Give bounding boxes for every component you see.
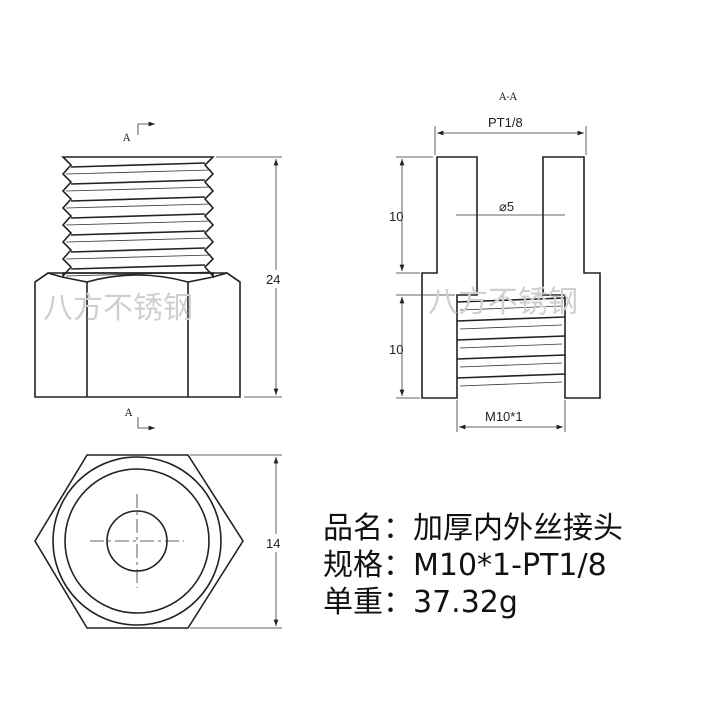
watermark: 八方不锈钢 — [428, 285, 578, 320]
external-thread — [61, 156, 215, 279]
bore-diameter-dimension: ⌀5 — [499, 199, 514, 214]
height-dimension: 24 — [266, 272, 280, 287]
pt-thread-dimension: PT1/8 — [488, 115, 523, 130]
spec-name: 品名：加厚内外丝接头 — [323, 511, 623, 546]
section-label-bottom: A — [124, 408, 133, 419]
front-view: A A 24 八方不锈钢 — [34, 121, 290, 431]
watermark: 八方不锈钢 — [43, 291, 193, 326]
lower-length-dimension: 10 — [389, 342, 403, 357]
spec-weight: 单重：37.32g — [323, 585, 518, 620]
upper-length-dimension: 10 — [389, 209, 403, 224]
m10-thread-dimension: M10*1 — [485, 409, 523, 424]
internal-thread — [456, 297, 566, 387]
bottom-view: 14 — [34, 454, 290, 629]
section-title: A-A — [498, 92, 518, 103]
section-view: A-A PT1/8 ⌀5 10 10 M10*1 八方不锈钢 — [389, 92, 601, 432]
width-dimension: 14 — [266, 536, 280, 551]
spec-model: 规格：M10*1-PT1/8 — [323, 548, 607, 583]
section-label-top: A — [122, 133, 131, 144]
